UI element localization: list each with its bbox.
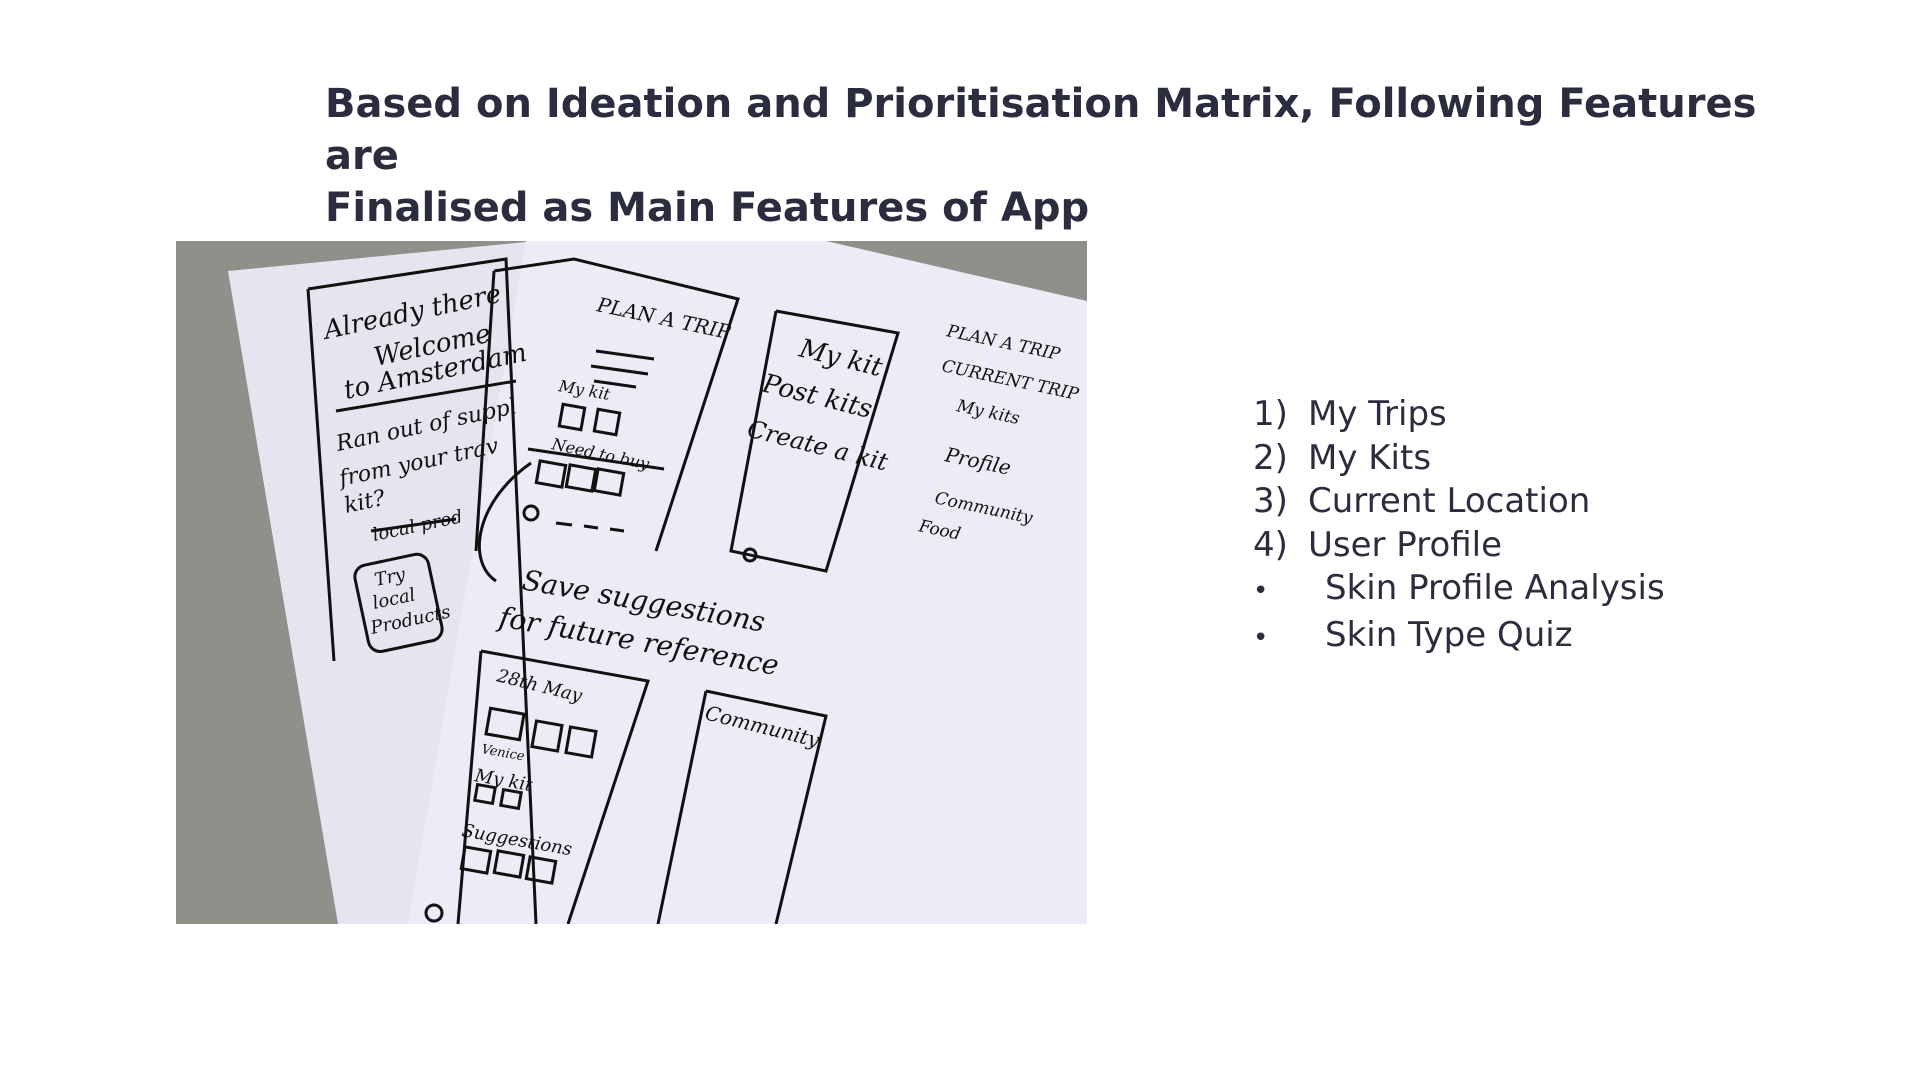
feature-item: 2) My Kits [1253, 437, 1853, 481]
feature-item: 3) Current Location [1253, 480, 1853, 524]
feature-number: 3) [1253, 480, 1308, 524]
feature-number: 1) [1253, 393, 1308, 437]
slide-title: Based on Ideation and Prioritisation Mat… [325, 78, 1775, 234]
slide-title-line-2: Finalised as Main Features of App [325, 182, 1775, 234]
feature-label: User Profile [1308, 524, 1502, 568]
feature-label: Skin Profile Analysis [1325, 567, 1665, 611]
feature-sub-item: • Skin Type Quiz [1253, 614, 1853, 661]
bullet-icon: • [1253, 570, 1325, 614]
feature-item: 1) My Trips [1253, 393, 1853, 437]
feature-label: My Trips [1308, 393, 1447, 437]
feature-label: My Kits [1308, 437, 1431, 481]
bullet-icon: • [1253, 617, 1325, 661]
feature-number: 4) [1253, 524, 1308, 568]
wireframe-sketch-photo: Already there Welcome to Amsterdam Ran o… [176, 241, 1087, 924]
feature-number: 2) [1253, 437, 1308, 481]
feature-list: 1) My Trips 2) My Kits 3) Current Locati… [1253, 393, 1853, 660]
feature-sub-item: • Skin Profile Analysis [1253, 567, 1853, 614]
slide-title-line-1: Based on Ideation and Prioritisation Mat… [325, 78, 1775, 182]
feature-item: 4) User Profile [1253, 524, 1853, 568]
feature-label: Current Location [1308, 480, 1590, 524]
feature-label: Skin Type Quiz [1325, 614, 1573, 658]
sketch-photo-illustration: Already there Welcome to Amsterdam Ran o… [176, 241, 1087, 924]
